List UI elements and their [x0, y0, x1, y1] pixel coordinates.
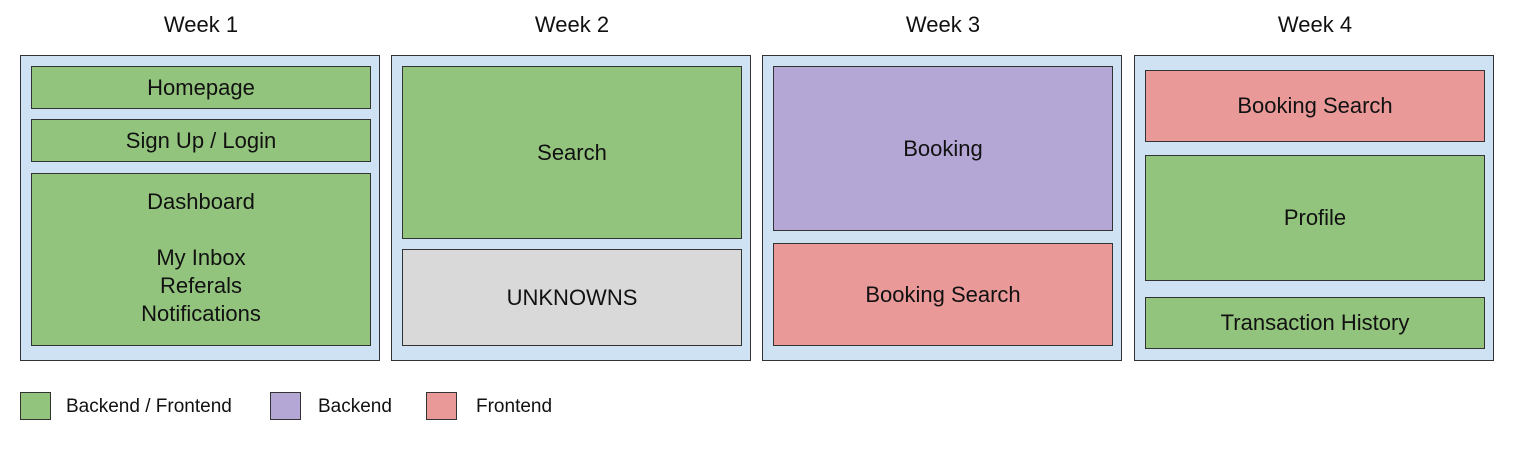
week-2-panel: Search UNKNOWNS — [391, 55, 751, 361]
week-4-profile-block: Profile — [1145, 155, 1485, 281]
week-3-booking-search-block: Booking Search — [773, 243, 1113, 346]
week-4-transaction-history-block: Transaction History — [1145, 297, 1485, 349]
week-1-dashboard-block: Dashboard My Inbox Referals Notification… — [31, 173, 371, 346]
legend-label-backend: Backend — [318, 396, 392, 417]
legend-swatch-backend — [270, 392, 301, 420]
week-3-title: Week 3 — [905, 12, 981, 37]
week-4-title: Week 4 — [1277, 12, 1353, 37]
legend-swatch-backend-frontend — [20, 392, 51, 420]
week-3-booking-block: Booking — [773, 66, 1113, 231]
week-1-title: Week 1 — [163, 12, 239, 37]
legend-label-frontend: Frontend — [476, 396, 553, 417]
week-2-search-block: Search — [402, 66, 742, 239]
week-2-title: Week 2 — [534, 12, 610, 37]
legend-label-backend-frontend: Backend / Frontend — [66, 396, 232, 417]
week-2-unknowns-block: UNKNOWNS — [402, 249, 742, 346]
week-4-booking-search-block: Booking Search — [1145, 70, 1485, 142]
legend-swatch-frontend — [426, 392, 457, 420]
week-1-signup-login-block: Sign Up / Login — [31, 119, 371, 162]
week-4-panel: Booking Search Profile Transaction Histo… — [1134, 55, 1494, 361]
week-3-panel: Booking Booking Search — [762, 55, 1122, 361]
week-1-panel: Homepage Sign Up / Login Dashboard My In… — [20, 55, 380, 361]
week-1-homepage-block: Homepage — [31, 66, 371, 109]
